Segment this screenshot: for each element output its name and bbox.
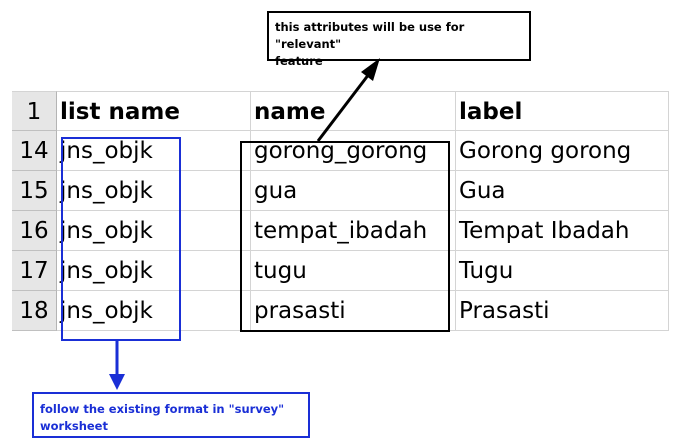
survey-format-callout: follow the existing format in "survey" w… <box>32 392 310 438</box>
cell-name[interactable]: tempat_ibadah <box>251 211 456 251</box>
cell-label[interactable]: Gua <box>456 171 669 211</box>
list-name-highlight-box <box>61 137 181 341</box>
row-number[interactable]: 18 <box>12 291 57 331</box>
table-row: 17 jns_objk tugu Tugu <box>12 251 669 291</box>
cell-name[interactable]: gua <box>251 171 456 211</box>
table-row: 15 jns_objk gua Gua <box>12 171 669 211</box>
cell-label[interactable]: Tempat Ibadah <box>456 211 669 251</box>
spreadsheet-grid: 1 list name name label 14 jns_objk goron… <box>12 91 669 331</box>
column-header-list-name[interactable]: list name <box>57 91 251 131</box>
cell-label[interactable]: Tugu <box>456 251 669 291</box>
relevant-feature-callout: this attributes will be use for "relevan… <box>267 11 531 68</box>
row-number[interactable]: 1 <box>12 91 57 131</box>
cell-list-name[interactable]: jns_objk <box>57 131 251 171</box>
cell-list-name[interactable]: jns_objk <box>57 251 251 291</box>
cell-list-name[interactable]: jns_objk <box>57 291 251 331</box>
cell-list-name[interactable]: jns_objk <box>57 171 251 211</box>
row-number[interactable]: 16 <box>12 211 57 251</box>
callout-text-line: feature <box>275 54 323 68</box>
header-row: 1 list name name label <box>12 91 669 131</box>
column-header-label[interactable]: label <box>456 91 669 131</box>
name-highlight-box <box>240 141 450 332</box>
column-header-name[interactable]: name <box>251 91 456 131</box>
cell-list-name[interactable]: jns_objk <box>57 211 251 251</box>
callout-text-line: follow the existing format in "survey" <box>40 402 285 416</box>
table-row: 18 jns_objk prasasti Prasasti <box>12 291 669 331</box>
arrowhead-down-icon <box>109 374 125 390</box>
row-number[interactable]: 15 <box>12 171 57 211</box>
callout-text-line: this attributes will be use for "relevan… <box>275 20 465 51</box>
cell-label[interactable]: Prasasti <box>456 291 669 331</box>
cell-name[interactable]: tugu <box>251 251 456 291</box>
callout-text-line: worksheet <box>40 419 108 433</box>
cell-label[interactable]: Gorong gorong <box>456 131 669 171</box>
row-number[interactable]: 17 <box>12 251 57 291</box>
row-number[interactable]: 14 <box>12 131 57 171</box>
table-row: 16 jns_objk tempat_ibadah Tempat Ibadah <box>12 211 669 251</box>
